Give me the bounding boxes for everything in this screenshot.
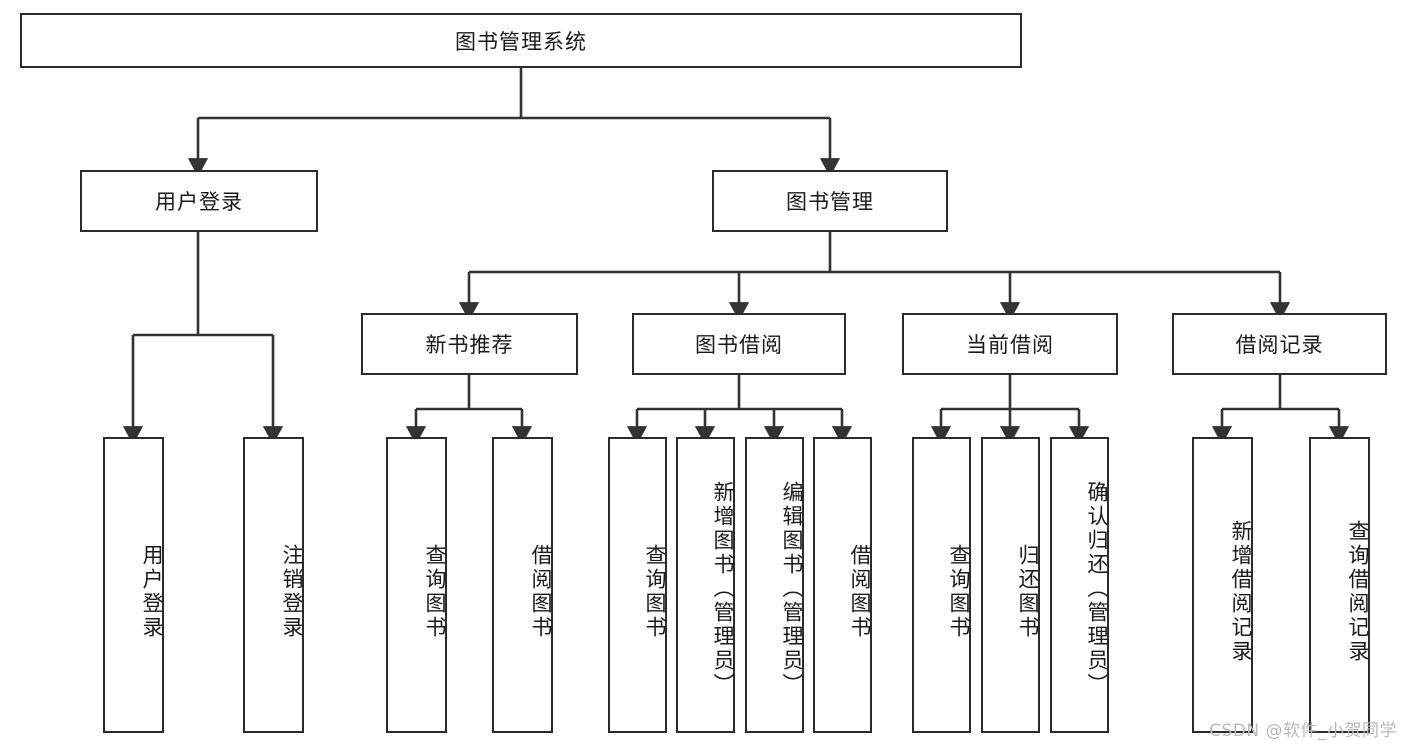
node-new-book-recommend[interactable]: 新书推荐 — [361, 313, 578, 375]
leaf-borrow-book-2-label: 借阅图书 — [848, 544, 872, 640]
leaf-add-book[interactable]: 新增图书（管理员） — [676, 437, 735, 733]
watermark-text: CSDN @软件_小贺同学 — [1209, 721, 1397, 741]
node-book-borrow-label: 图书借阅 — [695, 333, 783, 357]
node-book-management-label: 图书管理 — [786, 190, 874, 214]
leaf-query-record-label: 查询借阅记录 — [1346, 520, 1370, 664]
node-current-borrow[interactable]: 当前借阅 — [902, 313, 1118, 375]
node-book-borrow[interactable]: 图书借阅 — [632, 313, 846, 375]
leaf-return-book-label: 归还图书 — [1016, 544, 1040, 640]
leaf-query-record[interactable]: 查询借阅记录 — [1309, 437, 1370, 733]
leaf-add-record-label: 新增借阅记录 — [1229, 520, 1253, 664]
node-user-login-label: 用户登录 — [155, 190, 243, 214]
leaf-logout-label: 注销登录 — [280, 544, 304, 640]
leaf-logout[interactable]: 注销登录 — [243, 437, 304, 733]
leaf-confirm-return-label: 确认归还（管理员） — [1085, 481, 1109, 697]
leaf-query-book-3[interactable]: 查询图书 — [912, 437, 971, 733]
node-current-borrow-label: 当前借阅 — [966, 333, 1054, 357]
leaf-edit-book[interactable]: 编辑图书（管理员） — [745, 437, 804, 733]
leaf-borrow-book-1[interactable]: 借阅图书 — [492, 437, 553, 733]
node-borrow-record[interactable]: 借阅记录 — [1172, 313, 1387, 375]
leaf-query-book-3-label: 查询图书 — [947, 544, 971, 640]
node-user-login[interactable]: 用户登录 — [80, 170, 318, 232]
leaf-user-login-label: 用户登录 — [140, 544, 164, 640]
leaf-user-login[interactable]: 用户登录 — [103, 437, 164, 733]
leaf-query-book-1-label: 查询图书 — [423, 544, 447, 640]
leaf-edit-book-label: 编辑图书（管理员） — [780, 481, 804, 697]
node-borrow-record-label: 借阅记录 — [1235, 333, 1324, 357]
leaf-return-book[interactable]: 归还图书 — [981, 437, 1040, 733]
node-root-label: 图书管理系统 — [455, 29, 587, 54]
leaf-add-record[interactable]: 新增借阅记录 — [1192, 437, 1253, 733]
leaf-query-book-2[interactable]: 查询图书 — [608, 437, 667, 733]
leaf-add-book-label: 新增图书（管理员） — [711, 481, 735, 697]
leaf-borrow-book-1-label: 借阅图书 — [529, 544, 553, 640]
node-book-management[interactable]: 图书管理 — [712, 170, 948, 232]
leaf-borrow-book-2[interactable]: 借阅图书 — [813, 437, 872, 733]
node-new-book-recommend-label: 新书推荐 — [425, 333, 514, 357]
leaf-query-book-1[interactable]: 查询图书 — [386, 437, 447, 733]
node-root[interactable]: 图书管理系统 — [20, 13, 1022, 68]
leaf-query-book-2-label: 查询图书 — [643, 544, 667, 640]
leaf-confirm-return[interactable]: 确认归还（管理员） — [1050, 437, 1109, 733]
